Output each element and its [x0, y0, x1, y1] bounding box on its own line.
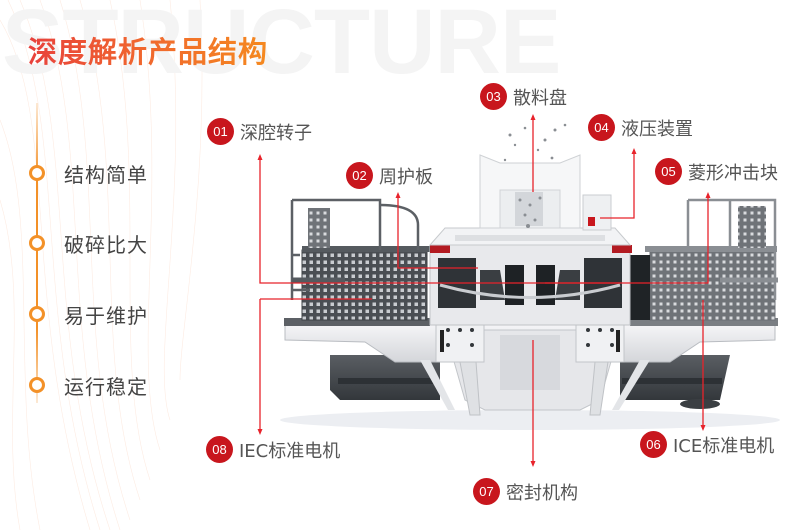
callout-label: 散料盘 [513, 87, 567, 109]
feature-item-3: 易于维护 [29, 302, 148, 328]
callout-label: 菱形冲击块 [688, 162, 778, 184]
feature-label: 运行稳定 [64, 374, 148, 399]
callout-04: 04 液压装置 [588, 114, 693, 141]
number-badge: 08 [206, 436, 233, 463]
number-badge: 03 [480, 83, 507, 110]
circle-bullet-icon [29, 235, 45, 251]
callout-06: 06 ICE标准电机 [640, 431, 774, 458]
feature-item-1: 结构简单 [29, 161, 148, 187]
callout-01: 01 深腔转子 [207, 118, 312, 145]
timeline-line [36, 103, 38, 403]
watermark-text: STRUCTURE [2, 0, 561, 93]
callout-label: 密封机构 [506, 482, 578, 504]
circle-bullet-icon [29, 165, 45, 181]
callout-08: 08 IEC标准电机 [206, 436, 340, 463]
feature-item-2: 破碎比大 [29, 231, 148, 257]
number-badge: 05 [655, 158, 682, 185]
feature-label: 结构简单 [64, 162, 148, 187]
feature-label: 易于维护 [64, 303, 148, 328]
callout-label: 深腔转子 [240, 122, 312, 144]
circle-bullet-icon [29, 377, 45, 393]
number-badge: 07 [473, 478, 500, 505]
page-title: 深度解析产品结构 [28, 35, 269, 69]
callout-02: 02 周护板 [346, 162, 433, 189]
callout-05: 05 菱形冲击块 [655, 158, 778, 185]
callout-03: 03 散料盘 [480, 83, 567, 110]
feature-item-4: 运行稳定 [29, 373, 148, 399]
callout-label: IEC标准电机 [239, 440, 341, 462]
number-badge: 02 [346, 162, 373, 189]
number-badge: 06 [640, 431, 667, 458]
number-badge: 01 [207, 118, 234, 145]
vsi-crusher-illustration [280, 123, 780, 430]
circle-bullet-icon [29, 306, 45, 322]
feature-label: 破碎比大 [64, 232, 148, 257]
callout-07: 07 密封机构 [473, 478, 578, 505]
number-badge: 04 [588, 114, 615, 141]
callout-label: 周护板 [379, 166, 433, 188]
callout-label: 液压装置 [621, 118, 693, 140]
callout-label: ICE标准电机 [673, 435, 775, 457]
